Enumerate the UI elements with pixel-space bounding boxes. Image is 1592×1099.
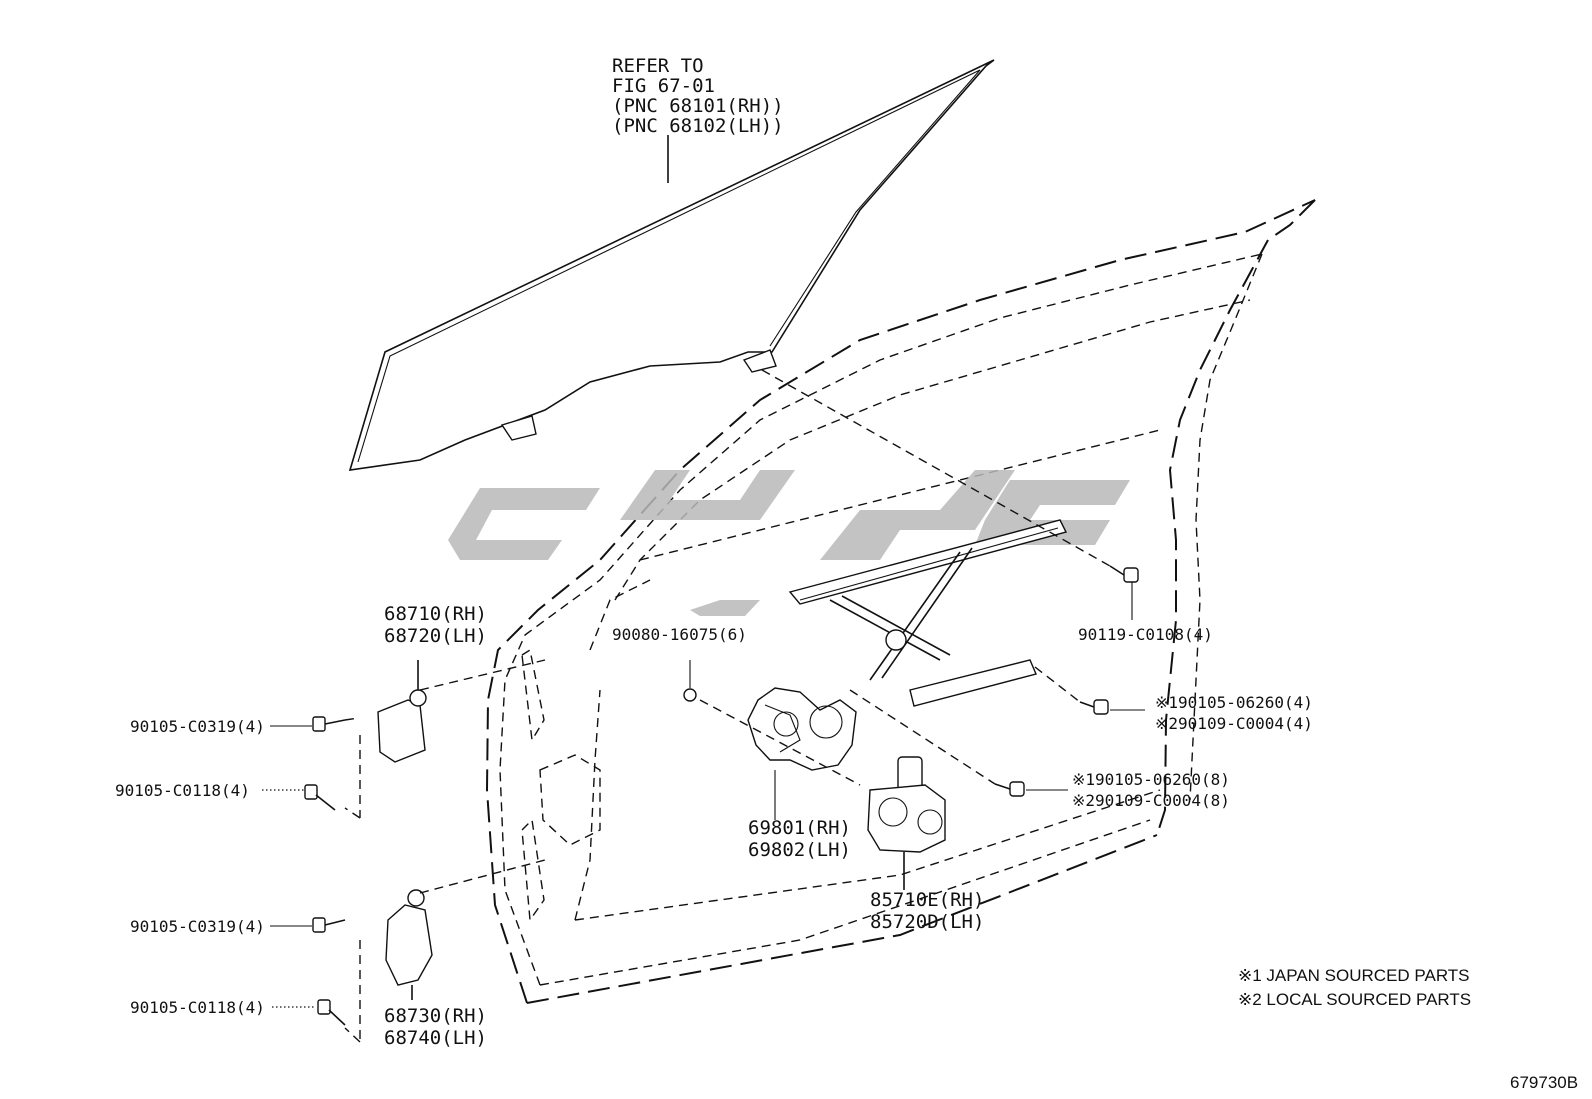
bolt-icon	[304, 784, 336, 811]
glass-ref-line2: FIG 67-01	[612, 75, 715, 97]
hinge-upper-bolt-label: 90105-C0319(4)	[130, 717, 265, 736]
regulator-bolt-label: 90080-16075(6)	[612, 625, 747, 644]
window-regulator-icon	[747, 519, 1068, 771]
motor-bolt-b-label: ※290109-C0004(8)	[1072, 791, 1230, 810]
legend-note-2: ※2 LOCAL SOURCED PARTS	[1238, 990, 1471, 1009]
brand-logo-watermark	[448, 470, 1130, 616]
regulator-rh-label: 69801(RH)	[748, 817, 851, 839]
hinge-lower-bolt-label: 90105-C0319(4)	[130, 917, 265, 936]
glass-reference-label: REFER TO FIG 67-01 (PNC 68101(RH)) (PNC …	[612, 55, 784, 137]
bolt-icon	[1109, 565, 1139, 583]
motor-rh-label: 85710E(RH)	[870, 889, 984, 911]
door-frame	[485, 199, 1316, 1004]
lower-hinge-icon	[385, 889, 433, 1000]
regulator-lh-label: 69802(LH)	[748, 839, 851, 861]
hinge-lower-bolt2-label: 90105-C0118(4)	[130, 998, 265, 1017]
glass-ref-line4: (PNC 68102(LH))	[612, 115, 784, 137]
bolt-icon	[994, 781, 1025, 797]
rail-bolt-b-label: ※290109-C0004(4)	[1155, 714, 1313, 733]
bolt-icon	[312, 917, 346, 933]
bolt-icon	[1079, 699, 1109, 715]
motor-lh-label: 85720D(LH)	[870, 911, 984, 933]
motor-bolt-a-label: ※190105-06260(8)	[1072, 770, 1230, 789]
diagram-id: 679730B	[1510, 1073, 1578, 1092]
regulator-motor-icon	[867, 756, 946, 890]
glass-ref-line1: REFER TO	[612, 55, 704, 77]
bolt-icon	[317, 999, 346, 1026]
upper-hinge-lh-label: 68720(LH)	[384, 625, 487, 647]
lower-hinge-rh-label: 68730(RH)	[384, 1005, 487, 1027]
bolt-icon	[683, 688, 697, 702]
lower-hinge-lh-label: 68740(LH)	[384, 1027, 487, 1049]
door-glass	[348, 59, 995, 471]
bolt-icon	[312, 716, 346, 732]
bolt-icons	[304, 565, 1139, 1026]
leader-lines	[262, 369, 1145, 1043]
upper-hinge-rh-label: 68710(RH)	[384, 603, 487, 625]
rail-bolt-a-label: ※190105-06260(4)	[1155, 693, 1313, 712]
legend-note-1: ※1 JAPAN SOURCED PARTS	[1238, 966, 1470, 985]
glass-ref-line3: (PNC 68101(RH))	[612, 95, 784, 117]
glass-bolt-label: 90119-C0108(4)	[1078, 625, 1213, 644]
upper-hinge-icon	[377, 660, 427, 763]
hinge-upper-bolt2-label: 90105-C0118(4)	[115, 781, 250, 800]
